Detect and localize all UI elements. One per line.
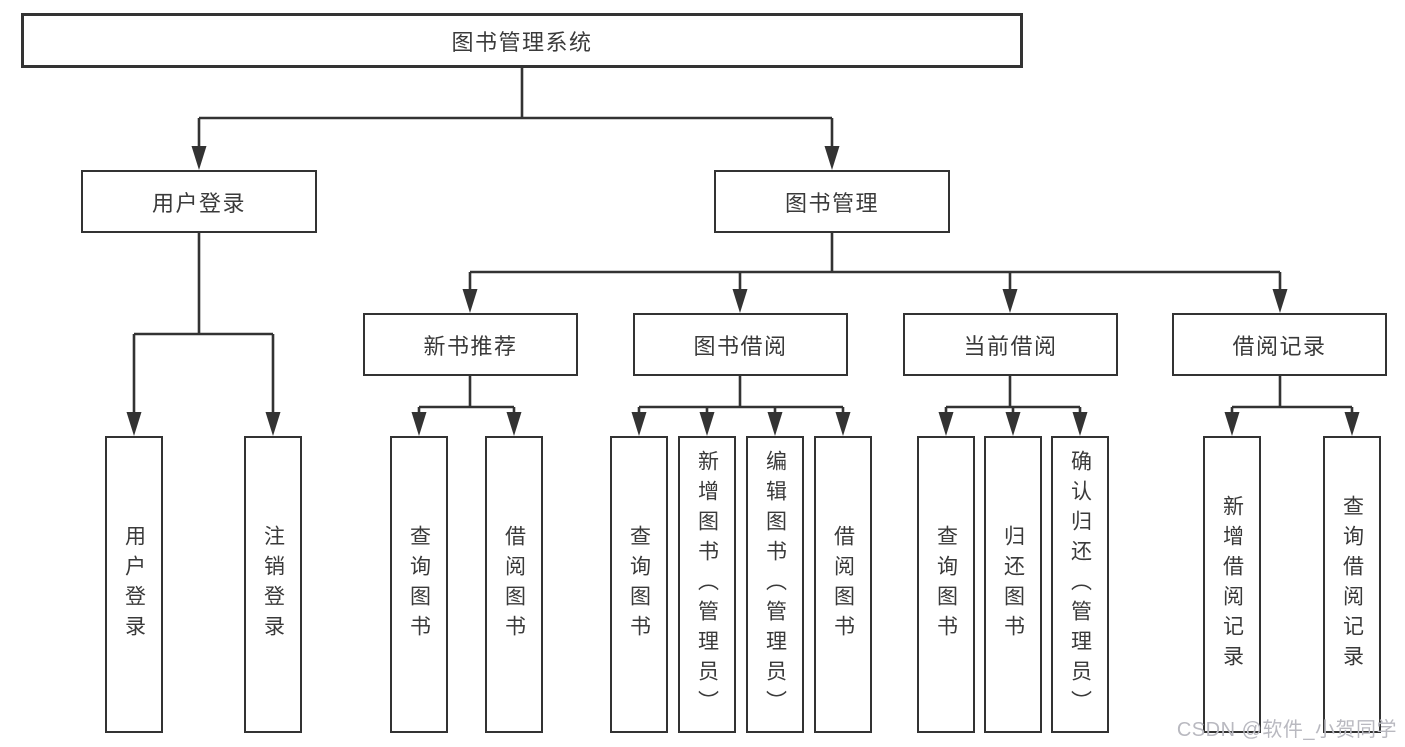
node-leaf-query-books-borrow: 查询图书	[610, 436, 668, 733]
csdn-watermark: CSDN @软件_小贺同学	[1176, 719, 1397, 741]
leaf-label: 确认归还（管理员）	[1068, 449, 1092, 720]
leaf-label: 归还图书	[1001, 524, 1025, 645]
leaf-label: 查询借阅记录	[1340, 494, 1364, 675]
leaf-label: 查询图书	[407, 524, 431, 645]
node-leaf-query-books-recommend: 查询图书	[390, 436, 448, 733]
leaf-label: 查询图书	[627, 524, 651, 645]
leaf-label: 注销登录	[261, 524, 285, 645]
leaf-label: 新增图书（管理员）	[695, 449, 719, 720]
node-borrowing-records: 借阅记录	[1172, 313, 1387, 376]
node-library-system: 图书管理系统	[21, 13, 1023, 68]
leaf-label: 借阅图书	[831, 524, 855, 645]
node-leaf-logout: 注销登录	[244, 436, 302, 733]
arrowheads	[126, 146, 1360, 436]
node-leaf-borrow-books-recommend: 借阅图书	[485, 436, 543, 733]
node-leaf-query-books-current: 查询图书	[917, 436, 975, 733]
node-new-book-recommend: 新书推荐	[363, 313, 578, 376]
leaf-label: 查询图书	[934, 524, 958, 645]
node-leaf-query-borrow-record: 查询借阅记录	[1323, 436, 1381, 733]
leaf-label: 用户登录	[122, 524, 146, 645]
node-leaf-return-books: 归还图书	[984, 436, 1042, 733]
node-leaf-borrow-books: 借阅图书	[814, 436, 872, 733]
node-user-login: 用户登录	[81, 170, 317, 233]
node-leaf-confirm-return-admin: 确认归还（管理员）	[1051, 436, 1109, 733]
node-leaf-user-login: 用户登录	[105, 436, 163, 733]
leaf-label: 新增借阅记录	[1220, 494, 1244, 675]
node-leaf-edit-book-admin: 编辑图书（管理员）	[746, 436, 804, 733]
node-book-borrowing: 图书借阅	[633, 313, 848, 376]
node-leaf-add-borrow-record: 新增借阅记录	[1203, 436, 1261, 733]
node-book-management: 图书管理	[714, 170, 950, 233]
node-leaf-add-book-admin: 新增图书（管理员）	[678, 436, 736, 733]
leaf-label: 编辑图书（管理员）	[763, 449, 787, 720]
node-current-borrowing: 当前借阅	[903, 313, 1118, 376]
leaf-label: 借阅图书	[502, 524, 526, 645]
